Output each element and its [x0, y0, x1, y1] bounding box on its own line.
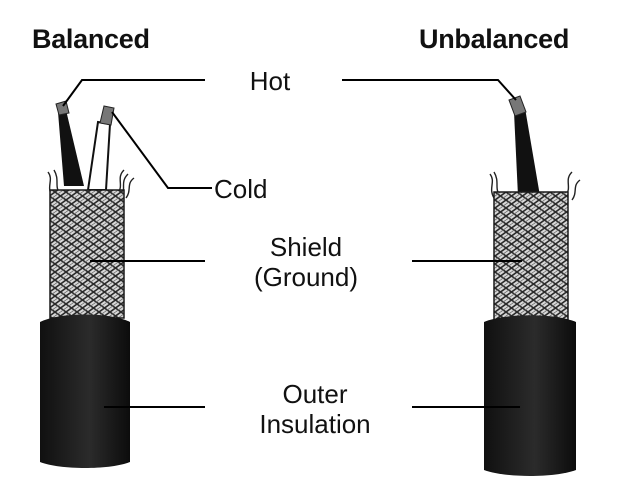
balanced-cold-strands — [99, 105, 115, 126]
unbalanced-hot-strands — [508, 95, 527, 117]
hot-label: Hot — [249, 66, 291, 96]
shield-label-line2: (Ground) — [253, 262, 359, 292]
hot-leader-line-unbalanced — [342, 79, 517, 101]
balanced-heading: Balanced — [32, 24, 150, 54]
unbalanced-loose-shield-wires — [489, 171, 581, 201]
cold-label: Cold — [214, 174, 268, 204]
unbalanced-cable — [484, 95, 581, 476]
unbalanced-outer-jacket — [484, 315, 576, 476]
balanced-hot-conductor — [58, 110, 84, 186]
cold-leader-line — [111, 111, 212, 189]
outer-insulation-label-line2: Insulation — [259, 409, 371, 439]
hot-leader-line-balanced — [62, 79, 205, 107]
shield-label: Shield (Ground) — [236, 232, 376, 292]
unbalanced-hot-conductor — [514, 108, 540, 196]
outer-insulation-label: Outer Insulation — [240, 379, 390, 439]
balanced-cold-conductor — [86, 120, 112, 191]
unbalanced-shield-braid — [493, 191, 569, 321]
balanced-cable — [40, 100, 135, 468]
outer-insulation-label-line1: Outer — [282, 379, 348, 409]
shield-label-line1: Shield — [269, 232, 343, 262]
balanced-shield-braid — [49, 189, 125, 319]
balanced-outer-jacket — [40, 314, 130, 468]
balanced-loose-shield-wires — [47, 169, 135, 199]
unbalanced-heading: Unbalanced — [419, 24, 570, 54]
balanced-hot-strands — [55, 100, 70, 116]
